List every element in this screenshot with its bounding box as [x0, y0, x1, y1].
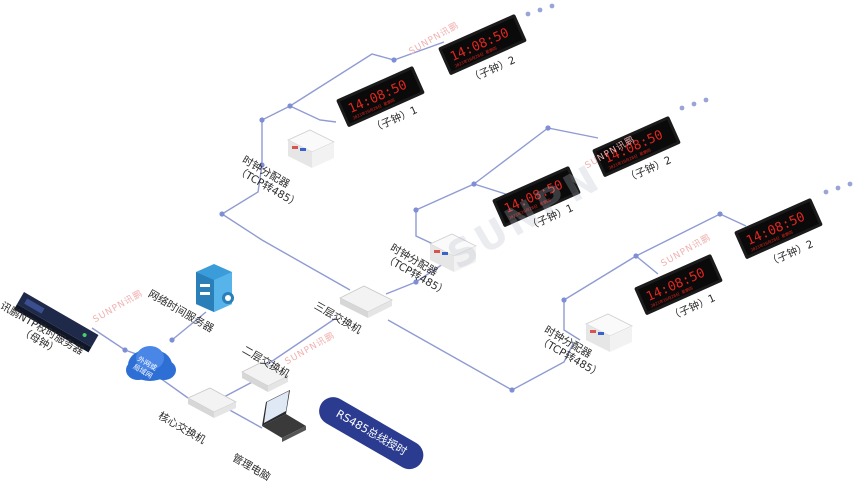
distributor-device-3 — [585, 313, 633, 352]
laptop-icon — [262, 390, 306, 442]
ntp-server-device — [14, 292, 99, 353]
distributor-device-2 — [429, 233, 477, 272]
distributor-device-1 — [287, 129, 335, 168]
continuation-dots — [525, 3, 853, 195]
server-tower-icon — [196, 264, 234, 312]
connection-lines — [91, 41, 747, 429]
l2-switch-device — [241, 361, 289, 392]
connection-nodes — [122, 57, 723, 411]
l3-switch-device — [339, 285, 393, 318]
network-cloud-icon — [126, 346, 176, 381]
core-switch-device — [187, 387, 237, 418]
